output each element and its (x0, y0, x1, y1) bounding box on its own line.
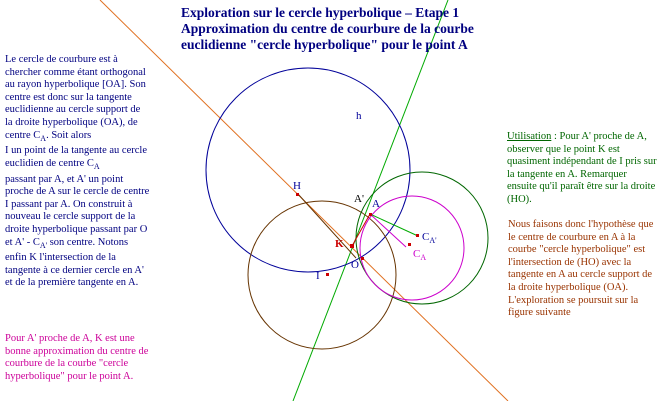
point-O (361, 257, 364, 260)
label-O: O (351, 259, 359, 271)
title-line-1: Exploration sur le cercle hyperbolique –… (181, 5, 460, 20)
label-A: A (372, 198, 380, 210)
label-CAp: CA' (422, 231, 437, 245)
point-CA (408, 243, 411, 246)
segment-K-A (351, 213, 371, 247)
page-title: Exploration sur le cercle hyperbolique –… (181, 5, 611, 53)
title-line-3: euclidienne "cercle hyperbolique" pour l… (181, 37, 468, 52)
label-I: I (316, 270, 320, 282)
label-CA: CA (413, 248, 426, 262)
brown-circle-I (247, 200, 397, 350)
green-line-HO (292, 0, 449, 401)
left-explanation: Le cercle de courbure est à chercher com… (5, 54, 150, 289)
label-A-prime: A' (354, 193, 364, 205)
line-H-O (297, 193, 357, 259)
point-I (326, 273, 329, 276)
title-line-2: Approximation du centre de courbure de l… (181, 21, 474, 36)
point-A (369, 213, 372, 216)
left-conclusion: Pour A' proche de A, K est une bonne app… (5, 333, 149, 382)
magenta-circle-CA (359, 195, 465, 301)
point-H (296, 193, 299, 196)
hypothesis-text: Nous faisons donc l'hypothèse que le cen… (508, 219, 654, 319)
label-H: H (293, 180, 301, 192)
point-K (350, 244, 354, 248)
blue-circle-h (205, 67, 411, 273)
segment-A-CA (369, 213, 407, 248)
label-h: h (356, 110, 362, 122)
label-K: K (335, 238, 344, 250)
segment-A-CAp (369, 213, 419, 237)
usage-label: Utilisation (507, 131, 552, 142)
point-CAp (416, 234, 419, 237)
usage-text: Utilisation : Pour A' proche de A, obser… (507, 131, 657, 205)
